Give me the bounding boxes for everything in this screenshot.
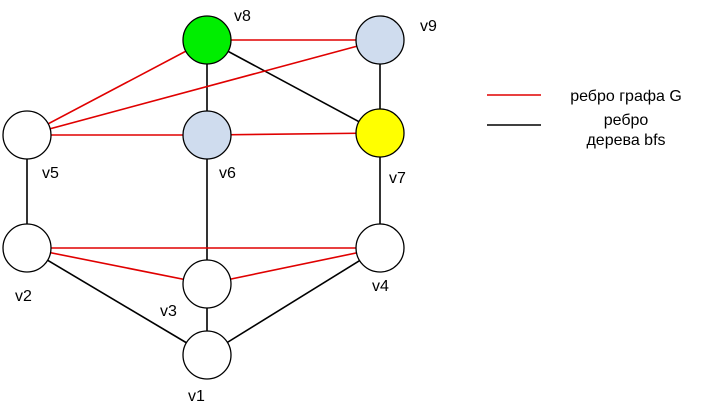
node-label-v5: v5 [42,165,59,182]
node-v8 [182,15,232,65]
node-v7 [355,108,405,158]
graph-edge-v5-v8 [26,39,208,136]
node-label-v7: v7 [389,170,406,187]
node-label-v4: v4 [372,278,389,295]
node-label-v3: v3 [160,303,177,320]
legend-graph-edge-label: ребро графа G [570,88,682,105]
graph-edge-v5-v9 [26,39,381,136]
node-label-v1: v1 [188,388,205,405]
node-v9 [355,15,405,65]
tree-edge-v1-v2 [26,247,208,356]
node-label-v6: v6 [219,165,236,182]
graph-edge-v2-v3 [26,247,208,285]
node-v1 [182,330,232,380]
node-label-v2: v2 [15,288,32,305]
nodes-layer [2,15,405,380]
node-v4 [355,223,405,273]
tree-edge-v8-v7 [206,39,381,134]
legend: ребро графа G ребро дерева bfs [487,88,682,149]
legend-tree-edge-label-line1: ребро [604,112,649,129]
node-v5 [2,110,52,160]
graph-edge-v6-v7 [206,132,381,136]
legend-tree-edge-label-line2: дерева bfs [586,132,665,149]
labels-layer: v1 v2 v3 v4 v5 v6 v7 v8 v9 [15,8,437,405]
node-label-v8: v8 [234,8,251,25]
node-v6 [182,110,232,160]
node-label-v9: v9 [420,18,437,35]
node-v3 [182,259,232,309]
node-v2 [2,223,52,273]
tree-edge-v1-v4 [206,247,381,356]
graph-edge-v3-v4 [206,247,381,285]
